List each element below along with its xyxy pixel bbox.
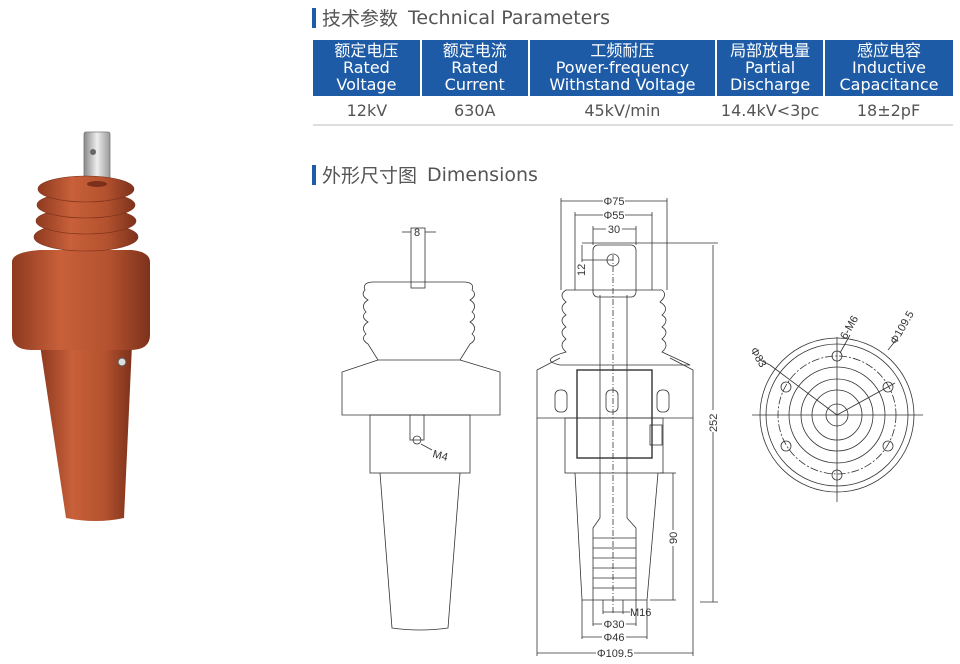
- heading-en: Dimensions: [427, 163, 538, 186]
- section-heading-parameters: 技术参数 Technical Parameters: [312, 4, 610, 31]
- top-view-drawing: [752, 334, 923, 502]
- value-capacitance: 18±2pF: [824, 96, 953, 126]
- heading-zh: 外形尺寸图: [322, 165, 418, 187]
- dim-d83: Φ83: [747, 346, 768, 370]
- dim-h252: 252: [708, 414, 720, 432]
- heading-en: Technical Parameters: [408, 6, 611, 29]
- section-view-drawing: [536, 198, 718, 656]
- dim-d109-bottom: Φ109.5: [597, 648, 633, 660]
- value-rated-current: 630A: [420, 96, 529, 126]
- value-rated-voltage: 12kV: [313, 96, 421, 126]
- product-photo: [12, 131, 150, 521]
- dim-d75: Φ75: [603, 196, 624, 208]
- dim-holes-6m6: 6-M6: [838, 314, 861, 342]
- heading-bar: [312, 7, 316, 28]
- dim-d55: Φ55: [603, 210, 624, 222]
- section-heading-dimensions: 外形尺寸图 Dimensions: [312, 161, 538, 188]
- dim-h12: 12: [576, 264, 588, 276]
- heading-bar: [312, 164, 316, 185]
- table-row: 12kV 630A 45kV/min 14.4kV<3pc 18±2pF: [313, 96, 953, 126]
- dim-h90: 90: [668, 532, 680, 544]
- dim-d109-top: Φ109.5: [888, 309, 917, 346]
- dim-thread-m4: M4: [431, 448, 449, 464]
- section-dim-labels: Φ75 Φ55 30 12 252 90 M16 Φ30 Φ46 Φ109.5: [576, 195, 720, 660]
- value-withstand-voltage: 45kV/min: [528, 96, 717, 126]
- heading-zh: 技术参数: [322, 8, 399, 30]
- dim-d46: Φ46: [603, 632, 624, 644]
- side-view-drawing: [341, 227, 501, 631]
- dim-stud-width: 8: [414, 227, 420, 239]
- value-partial-discharge: 14.4kV<3pc: [716, 96, 824, 126]
- dim-d30: Φ30: [603, 619, 624, 631]
- dim-w30: 30: [608, 224, 620, 236]
- dim-m16: M16: [630, 607, 651, 619]
